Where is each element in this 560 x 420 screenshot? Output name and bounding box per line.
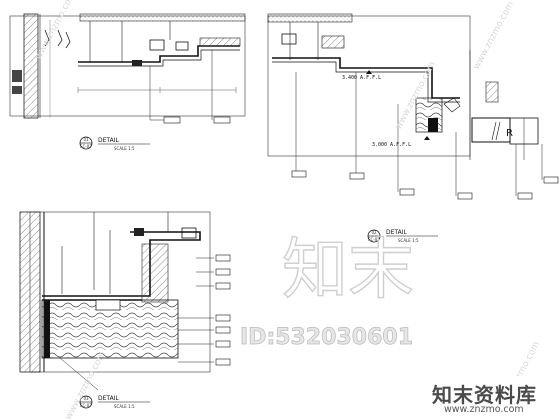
detail-01-ceiling-profile <box>78 45 240 63</box>
detail-02-scale: SCALE 1:5 <box>398 238 419 243</box>
watermark-diagonal-1: www.znzmo.com <box>34 0 78 61</box>
detail-01-title: DETAIL <box>98 137 119 144</box>
detail-02-material-tag-6 <box>543 176 559 184</box>
detail-01-sheet: FC-07 <box>80 144 92 149</box>
watermark-main: 知末 <box>282 231 414 308</box>
detail-03-title: DETAIL <box>98 395 119 402</box>
detail-03-material-tag-4 <box>215 314 231 322</box>
detail-02-frame <box>267 15 471 157</box>
brand-watermark: 知末资料库 www.znzmo.com <box>418 376 560 420</box>
detail-01-slab <box>79 13 246 22</box>
detail-01-material-tag-2 <box>213 116 231 124</box>
detail-03-drawing: 03 FC-07 DETAIL SCALE 1:5 <box>19 211 231 409</box>
detail-02-title: DETAIL <box>386 229 407 236</box>
detail-03-wall <box>19 211 41 373</box>
detail-01-block-2 <box>12 86 22 94</box>
detail-03-material-tag-3 <box>215 282 231 290</box>
detail-02-stair-section <box>485 81 499 103</box>
detail-02-drawing: R 3.400 A.F.F.L 3.000 A.F.F.L 02 FC-07 D… <box>267 13 559 243</box>
detail-03-material-tag-7 <box>215 358 231 366</box>
detail-02-material-tag-4 <box>457 192 473 200</box>
detail-01-number: 01 <box>83 137 89 142</box>
detail-02-material-tag-2 <box>349 172 365 180</box>
detail-01-material-tag-1 <box>163 116 181 124</box>
detail-02-slab <box>267 13 353 23</box>
watermark-diagonal-4: www.znzmo.com <box>64 350 108 420</box>
detail-02-door-letter: R <box>506 128 513 139</box>
detail-03-material-tag-6 <box>215 340 231 348</box>
detail-01-block <box>12 70 22 82</box>
brand-url: www.znzmo.com <box>444 404 524 415</box>
detail-01-hangers <box>44 29 71 49</box>
watermark-diagonal-2: www.znzmo.com <box>472 0 516 71</box>
detail-02-sheet: FC-07 <box>368 237 380 242</box>
detail-03-material-tag-2 <box>215 268 231 276</box>
detail-02-material-tag-5 <box>517 192 533 200</box>
detail-03-ceiling-profile <box>42 231 201 297</box>
watermark-id: ID:532030601 <box>240 325 413 350</box>
detail-02-material-tag-3 <box>399 188 415 196</box>
detail-03-number: 03 <box>83 396 89 401</box>
detail-02-elevation-2: 3.000 A.F.F.L <box>372 142 411 148</box>
detail-01-drawing: 01 FC-07 DETAIL SCALE 1:5 <box>9 13 246 151</box>
detail-02-material-tag-1 <box>291 170 307 178</box>
detail-01-scale: SCALE 1:5 <box>114 146 135 151</box>
detail-02-number: 02 <box>371 230 377 235</box>
detail-02-door-box <box>471 117 511 143</box>
detail-03-sheet: FC-07 <box>80 403 92 408</box>
detail-03-scale: SCALE 1:5 <box>114 404 135 409</box>
detail-01-column <box>23 13 39 119</box>
detail-02-elevation-1: 3.400 A.F.F.L <box>342 75 381 81</box>
brand-name: 知末资料库 <box>432 383 537 407</box>
detail-03-cornice-section <box>141 243 169 303</box>
detail-03-material-tag-5 <box>215 326 231 334</box>
detail-03-material-tag-1 <box>215 254 231 262</box>
